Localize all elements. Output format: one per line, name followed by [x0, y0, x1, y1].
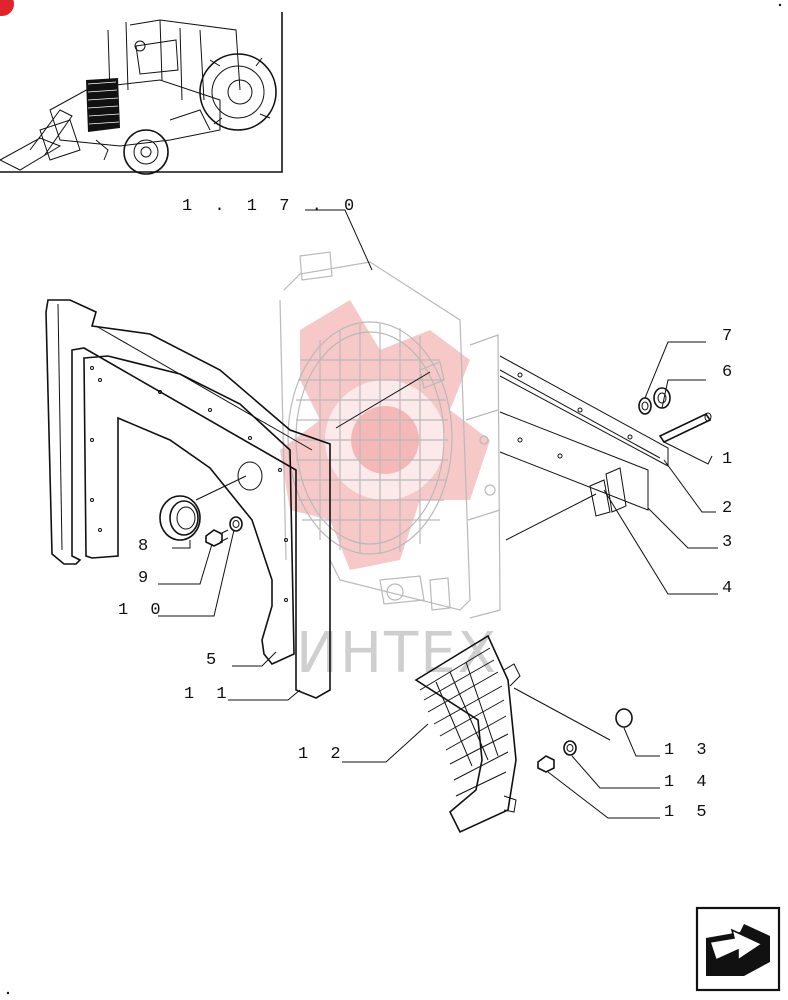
callout-5: 5: [206, 651, 222, 670]
reference-label: 1 . 1 7 . 0: [182, 197, 360, 216]
next-page-arrow-icon[interactable]: [695, 906, 781, 992]
part-6-washer: [653, 387, 671, 409]
leader-lines: [158, 209, 718, 819]
callout-labels: 1 . 1 7 . 0 1 2 3 4 5 6 7 8 9 1 0 1 1 1 …: [118, 197, 738, 822]
part-7-washer: [638, 397, 652, 415]
part-13-nut: [615, 708, 633, 728]
part-5-inner-plate: [83, 355, 295, 665]
mounting-bracket-lower: [499, 411, 649, 517]
callout-11: 1 1: [184, 685, 233, 704]
radiator-assembly-ghost: [279, 251, 501, 619]
part-8-grommet: [159, 495, 201, 541]
callout-6: 6: [722, 363, 738, 382]
part-1-pin: [658, 412, 712, 444]
callout-15: 1 5: [664, 803, 713, 822]
corner-red-mark: [0, 0, 14, 16]
part-11-outer-shroud: [45, 299, 331, 699]
part-15-bolt: [537, 755, 555, 773]
part-12-fan-guard: [414, 634, 521, 834]
tractor-location-thumbnail: [0, 12, 283, 175]
callout-1: 1: [722, 450, 738, 469]
callout-10: 1 0: [118, 601, 167, 620]
watermark-text: ИНТЕХ: [296, 621, 498, 686]
callout-8: 8: [138, 537, 154, 556]
callout-7: 7: [722, 327, 738, 346]
callout-9: 9: [138, 569, 154, 588]
corner-dot-top: [778, 3, 782, 7]
mounting-bracket-upper: [499, 355, 669, 467]
callout-3: 3: [722, 533, 738, 552]
callout-12: 1 2: [298, 745, 347, 764]
callout-14: 1 4: [664, 773, 713, 792]
callout-13: 1 3: [664, 741, 713, 760]
part-10-washer: [229, 516, 243, 532]
callout-2: 2: [722, 499, 738, 518]
corner-dot-bottom: [6, 991, 10, 995]
watermark: ИНТЕХ: [280, 300, 498, 686]
part-9-bolt: [205, 529, 229, 547]
callout-4: 4: [722, 579, 738, 598]
part-14-washer: [563, 740, 577, 756]
